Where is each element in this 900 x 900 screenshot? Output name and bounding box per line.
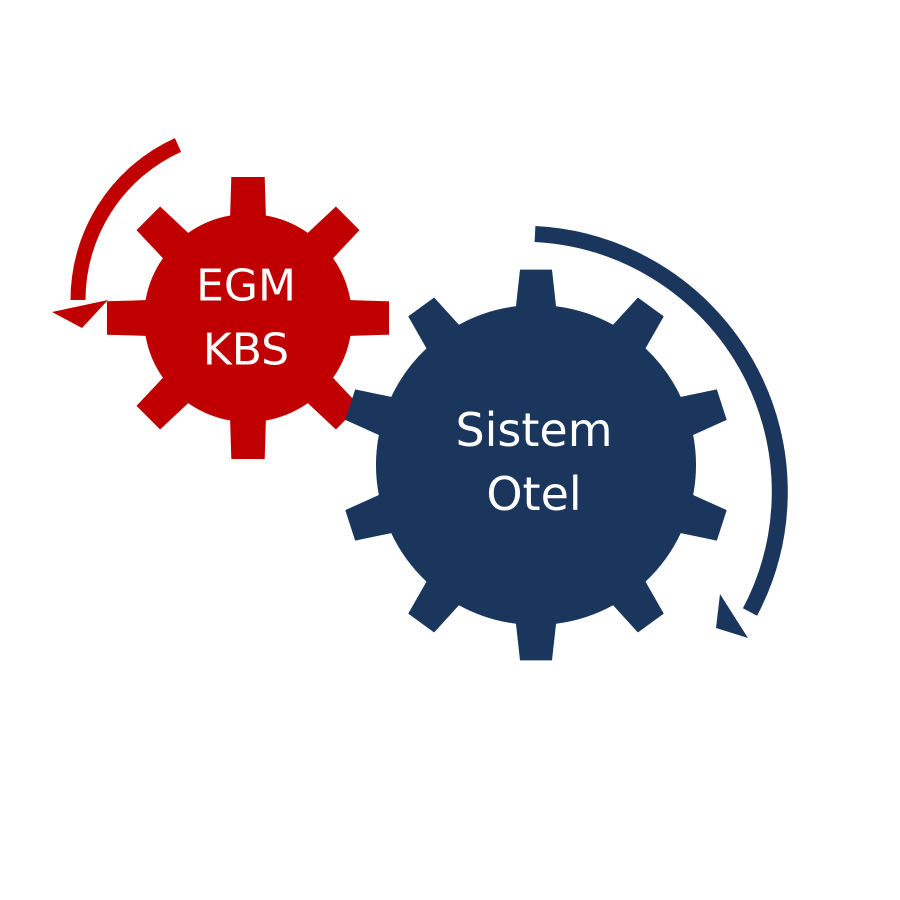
small-gear: EGM KBS <box>106 176 390 460</box>
large-gear-label-line-1: Sistem <box>455 403 612 457</box>
navy-arrow-head <box>716 594 748 638</box>
small-gear-shape <box>106 176 390 460</box>
large-gear-shape <box>345 269 727 661</box>
small-gear-label-line-1: EGM <box>196 261 296 312</box>
large-gear-label-line-2: Otel <box>486 467 581 521</box>
navy-arrow-arc <box>534 226 788 616</box>
red-arrow-arc <box>70 138 182 301</box>
counterclockwise-arrow-icon <box>52 138 182 328</box>
clockwise-arrow-icon <box>534 226 788 638</box>
large-gear: Sistem Otel <box>345 269 727 661</box>
red-arrow-head <box>52 300 108 328</box>
small-gear-label-line-2: KBS <box>203 325 289 376</box>
